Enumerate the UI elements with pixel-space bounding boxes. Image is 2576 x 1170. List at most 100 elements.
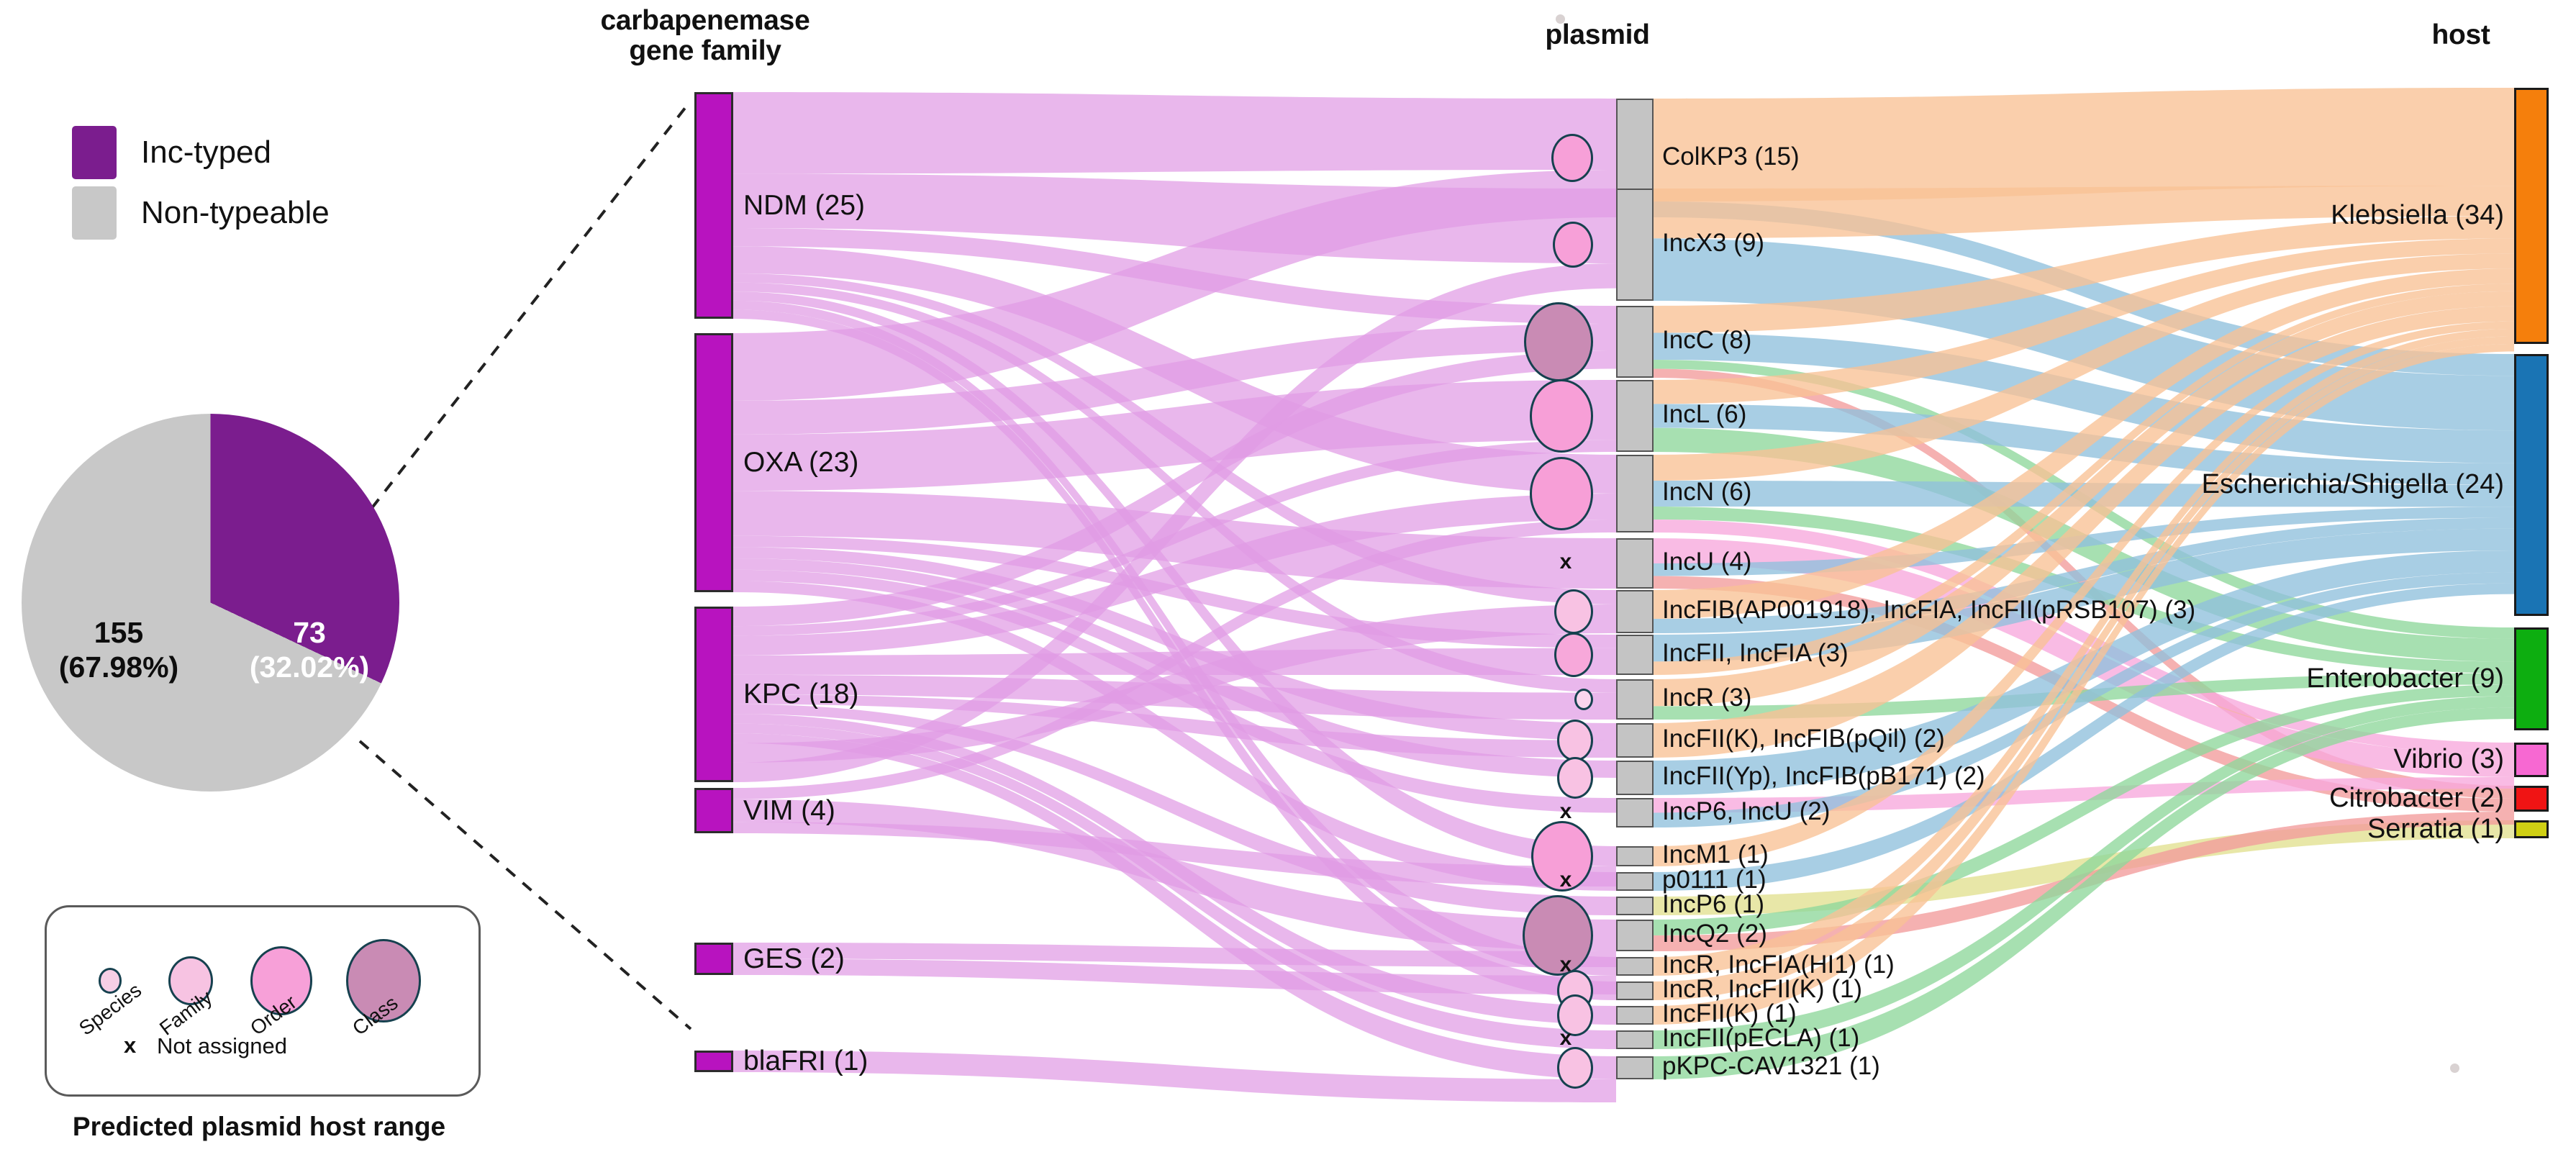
plasmid-node-9[interactable] — [1616, 723, 1654, 758]
plasmid-host-range-marker-20 — [1557, 1047, 1593, 1089]
sankey-ribbon — [1654, 344, 2514, 1025]
plasmid-label-13: p0111 (1) — [1662, 866, 1767, 894]
host-node-5[interactable] — [2514, 820, 2549, 838]
host-node-1[interactable] — [2514, 354, 2549, 616]
gene-family-node-vim[interactable] — [694, 788, 733, 833]
plasmid-node-16[interactable] — [1616, 957, 1654, 976]
host-label-5: Serratia (1) — [2367, 813, 2504, 844]
legend-label-inc-typed: Inc-typed — [141, 135, 271, 170]
plasmid-node-17[interactable] — [1616, 981, 1654, 1000]
plasmid-host-range-marker-7 — [1554, 632, 1593, 678]
sankey-ribbon — [733, 822, 1616, 886]
sankey-ribbon — [733, 440, 1616, 636]
not-assigned-label: Not assigned — [157, 1033, 287, 1058]
plasmid-label-14: IncP6 (1) — [1662, 890, 1764, 918]
column-title-plasmid: plasmid — [1545, 19, 1650, 50]
pie-callout-leader-lines — [357, 99, 692, 1030]
host-node-3[interactable] — [2514, 743, 2549, 777]
plasmid-node-10[interactable] — [1616, 761, 1654, 795]
sankey-ribbon — [1654, 684, 2514, 935]
plasmid-label-0: ColKP3 (15) — [1662, 142, 1800, 171]
column-title-host: host — [2431, 19, 2490, 50]
plasmid-node-6[interactable] — [1616, 590, 1654, 633]
plasmid-label-10: IncFII(Yp), IncFIB(pB171) (2) — [1662, 762, 1985, 790]
not-assigned-marker: x — [124, 1033, 137, 1058]
plasmid-label-5: IncU (4) — [1662, 548, 1752, 576]
sankey-ribbon — [733, 604, 1616, 763]
plasmid-node-19[interactable] — [1616, 1030, 1654, 1049]
host-node-4[interactable] — [2514, 786, 2549, 812]
sankey-ribbon — [1654, 329, 2514, 976]
plasmid-node-8[interactable] — [1616, 679, 1654, 720]
sankey-ribbon — [1654, 291, 2514, 707]
sankey-ribbon — [1654, 520, 2514, 754]
plasmid-node-13[interactable] — [1616, 872, 1654, 891]
sankey-ribbon — [1654, 306, 2514, 758]
plasmid-node-18[interactable] — [1616, 1006, 1654, 1025]
gene-family-node-oxa[interactable] — [694, 333, 733, 592]
host-node-2[interactable] — [2514, 627, 2549, 730]
plasmid-host-range-marker-10 — [1557, 757, 1593, 799]
plasmid-label-9: IncFII(K), IncFIB(pQil) (2) — [1662, 725, 1945, 753]
gene-family-node-blafri[interactable] — [694, 1051, 733, 1072]
plasmid-host-range-marker-12 — [1531, 820, 1593, 892]
sankey-ribbon — [1654, 238, 2514, 404]
sankey-ribbon — [1654, 321, 2514, 866]
plasmid-host-range-marker-4 — [1530, 457, 1593, 530]
sankey-ribbon — [733, 520, 1616, 799]
plasmid-host-range-marker-15 — [1523, 894, 1593, 976]
plasmid-label-7: IncFII, IncFIA (3) — [1662, 639, 1849, 667]
column-title-gene-family: carbapenemase gene family — [554, 5, 856, 67]
plasmid-node-3[interactable] — [1616, 380, 1654, 452]
plasmid-label-2: IncC (8) — [1662, 326, 1752, 354]
pie-pct-inc-typed: (32.02%) — [249, 650, 370, 684]
gene-family-node-kpc[interactable] — [694, 607, 733, 782]
legend-swatch-non-typeable — [72, 186, 117, 240]
legend-item-inc-typed: Inc-typed — [72, 122, 330, 183]
plasmid-host-range-marker-6 — [1554, 589, 1593, 635]
gene-family-label-blafri: blaFRI (1) — [743, 1046, 869, 1076]
gene-family-node-ndm[interactable] — [694, 92, 733, 319]
plasmid-label-12: IncM1 (1) — [1662, 840, 1769, 869]
host-range-caption: Predicted plasmid host range — [72, 1112, 446, 1141]
pie-chart — [22, 414, 425, 795]
plasmid-node-7[interactable] — [1616, 635, 1654, 675]
gene-family-title-line1: carbapenemase — [600, 5, 810, 36]
plasmid-node-20[interactable] — [1616, 1056, 1654, 1079]
sankey-ribbon — [733, 943, 1616, 967]
plasmid-node-1[interactable] — [1616, 189, 1654, 301]
host-range-marker-class — [346, 939, 421, 1022]
pie-value-non-typeable: 155 — [94, 616, 144, 649]
sankey-ribbon — [1654, 572, 2514, 827]
sankey-ribbon — [1654, 336, 2514, 1000]
sankey-ribbon — [733, 581, 1616, 891]
sankey-ribbon — [733, 92, 1616, 174]
decorative-dot-top — [1556, 14, 1565, 24]
sankey-ribbon — [733, 547, 1616, 740]
gene-family-title-line2: gene family — [629, 35, 781, 67]
plasmid-not-assigned-marker-19: x — [1559, 1026, 1572, 1050]
plasmid-node-14[interactable] — [1616, 897, 1654, 915]
plasmid-to-host-flows — [1654, 88, 2514, 1079]
host-node-0[interactable] — [2514, 88, 2549, 344]
plasmid-node-15[interactable] — [1616, 920, 1654, 951]
plasmid-node-4[interactable] — [1616, 455, 1654, 532]
plasmid-host-range-marker-3 — [1530, 379, 1593, 453]
gene-family-label-ndm: NDM (25) — [743, 189, 866, 221]
plasmid-label-19: IncFII(pECLA) (1) — [1662, 1024, 1860, 1052]
plasmid-not-assigned-marker-13: x — [1559, 868, 1572, 892]
sankey-ribbon — [1654, 284, 2514, 675]
sankey-ribbon — [733, 494, 1616, 656]
gene-family-node-ges[interactable] — [694, 943, 733, 975]
plasmid-node-12[interactable] — [1616, 846, 1654, 866]
pie-label-non-typeable: 155 (67.98%) — [29, 615, 209, 685]
legend-label-non-typeable: Non-typeable — [141, 195, 330, 230]
plasmid-node-11[interactable] — [1616, 798, 1654, 827]
sankey-ribbon — [733, 170, 1616, 401]
plasmid-not-assigned-marker-5: x — [1559, 550, 1572, 573]
typed-legend: Inc-typed Non-typeable — [72, 122, 330, 243]
sankey-ribbon — [733, 1051, 1616, 1102]
plasmid-node-5[interactable] — [1616, 538, 1654, 589]
plasmid-node-2[interactable] — [1616, 306, 1654, 378]
host-range-marker-family — [168, 956, 213, 1006]
